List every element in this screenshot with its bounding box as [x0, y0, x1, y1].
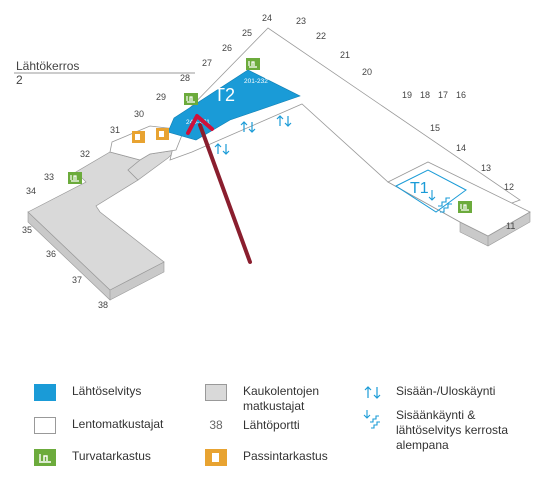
security-icon — [34, 449, 56, 466]
gate-number: 37 — [72, 275, 82, 285]
gate-number-example: 38 — [209, 418, 223, 432]
legend-passenger-area-label: Lentomatkustajat — [72, 417, 164, 431]
gate-number: 34 — [26, 186, 36, 196]
security-icon — [184, 93, 198, 105]
gate-number: 12 — [504, 182, 514, 192]
gate-number: 28 — [180, 73, 190, 83]
entrance-exit-icon — [214, 143, 230, 155]
legend-gate: 38 Lähtöportti — [205, 418, 300, 433]
legend-entrance-exit-label: Sisään-/Uloskäynti — [396, 384, 496, 398]
gate-number: 13 — [481, 163, 491, 173]
gate-number: 36 — [46, 249, 56, 259]
entrance-exit-icon — [276, 115, 292, 127]
gate-number: 20 — [362, 67, 372, 77]
gate-number: 35 — [22, 225, 32, 235]
t1-outline — [394, 169, 467, 213]
gate-number: 16 — [456, 90, 466, 100]
legend-checkin-label: Lähtöselvitys — [72, 384, 142, 398]
passenger-area-swatch — [34, 417, 56, 434]
floor-number: 2 — [16, 73, 23, 87]
passport-icon — [132, 131, 145, 143]
gate-number: 11 — [506, 221, 515, 231]
entrance-checkin-below-icon — [428, 190, 452, 213]
security-icon — [246, 58, 260, 70]
location-arrow — [186, 114, 252, 264]
legend: Lähtöselvitys Lentomatkustajat Turvatark… — [0, 370, 552, 480]
gate-number: 25 — [242, 28, 252, 38]
legend-checkin: Lähtöselvitys — [34, 384, 141, 401]
legend-security-label: Turvatarkastus — [72, 449, 151, 463]
gate-number: 30 — [134, 109, 144, 119]
gate-number: 24 — [262, 13, 272, 23]
gate-number: 33 — [44, 172, 54, 182]
gate-number: 17 — [438, 90, 448, 100]
gate-number: 38 — [98, 300, 108, 310]
gate-number: 21 — [340, 50, 350, 60]
legend-entrance-exit: Sisään-/Uloskäynti — [362, 384, 495, 401]
legend-passport: Passintarkastus — [205, 449, 328, 466]
security-icon — [458, 201, 472, 213]
gate-number: 19 — [402, 90, 412, 100]
legend-gate-label: Lähtöportti — [243, 418, 300, 432]
passport-icon — [205, 449, 227, 466]
t2-gates-main: 201-232 — [244, 78, 268, 85]
gate-number: 22 — [316, 31, 326, 41]
passenger-area-t1 — [387, 161, 531, 237]
gate-number: 26 — [222, 43, 232, 53]
entrance-exit-icon — [362, 384, 384, 401]
legend-entrance-checkin-below: Sisäänkäynti & lähtöselvitys kerrosta al… — [362, 408, 526, 453]
checkin-swatch — [34, 384, 56, 401]
security-icon — [68, 172, 82, 184]
t2-label: T2 — [214, 85, 235, 105]
gate-number: 31 — [110, 125, 120, 135]
legend-entrance-checkin-below-label: Sisäänkäynti & lähtöselvitys kerrosta al… — [396, 408, 509, 452]
legend-security: Turvatarkastus — [34, 449, 151, 466]
passport-icon — [156, 128, 169, 140]
gate-number: 15 — [430, 123, 440, 133]
gate-labels: 11 12 13 14 15 16 17 18 19 20 21 22 23 24 25 26 27 28 29 30… — [22, 13, 515, 310]
gate-number: 29 — [156, 92, 166, 102]
gate-number: 23 — [296, 16, 306, 26]
floor-label: Lähtökerros — [16, 59, 79, 73]
gate-number: 27 — [202, 58, 212, 68]
terminal-side-faces — [27, 211, 531, 301]
legend-passenger-area: Lentomatkustajat — [34, 417, 163, 434]
gate-number: 32 — [80, 149, 90, 159]
legend-long-haul: Kaukolentojen matkustajat — [205, 384, 338, 414]
gate-number: 18 — [420, 90, 430, 100]
t2-gates-bus: 240-271 — [186, 119, 210, 126]
t1-label: T1 — [410, 180, 429, 197]
long-haul-swatch — [205, 384, 227, 401]
entrance-checkin-below-icon — [362, 408, 384, 430]
legend-passport-label: Passintarkastus — [243, 449, 328, 463]
entrance-exit-icon — [240, 121, 256, 133]
gate-number: 14 — [456, 143, 466, 153]
legend-long-haul-label: Kaukolentojen matkustajat — [243, 384, 320, 413]
